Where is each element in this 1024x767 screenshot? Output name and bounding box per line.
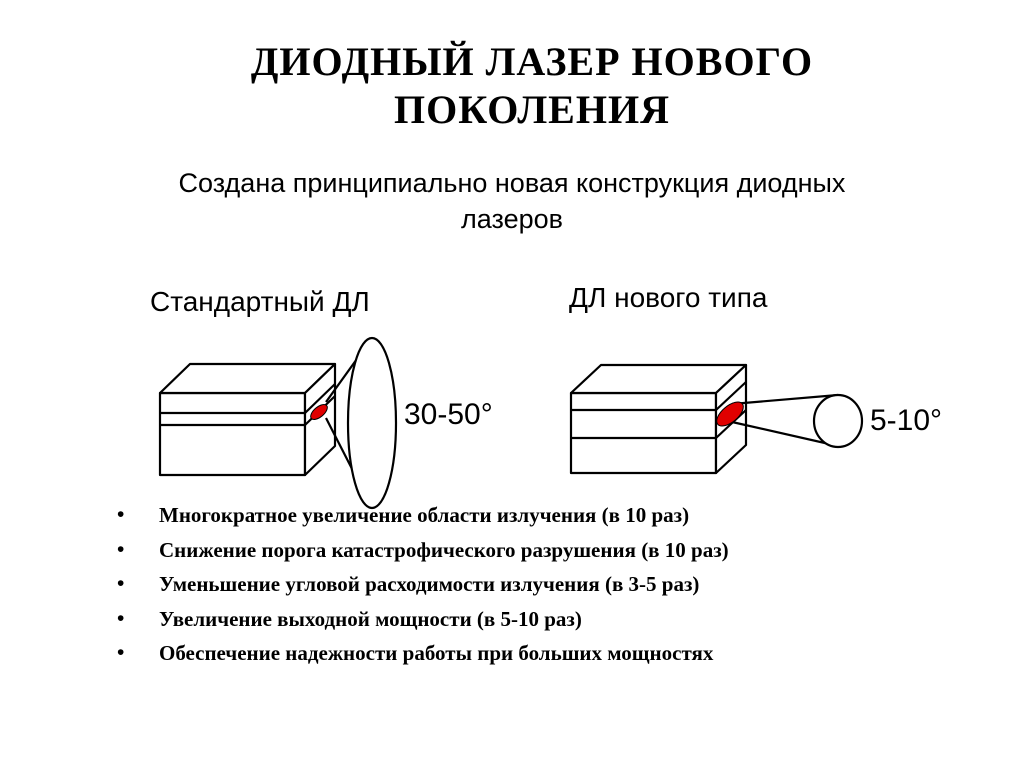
new-laser-label: ДЛ нового типа bbox=[569, 282, 768, 313]
bullet-icon: • bbox=[117, 641, 125, 664]
standard-divergence-angle: 30-50° bbox=[404, 398, 493, 431]
standard-beam-cone bbox=[325, 336, 398, 510]
title-line-2: ПОКОЛЕНИЯ bbox=[394, 87, 670, 132]
list-item: • Снижение порога катастрофического разру… bbox=[117, 533, 997, 568]
standard-emitter-spot bbox=[310, 404, 328, 420]
title-line-1: ДИОДНЫЙ ЛАЗЕР НОВОГО bbox=[250, 39, 814, 84]
list-item: • Обеспечение надежности работы при больш… bbox=[117, 636, 997, 671]
list-item-text: Увеличение выходной мощности (в 5-10 раз… bbox=[159, 606, 582, 631]
slide-subtitle: Создана принципиально новая конструкция … bbox=[40, 165, 984, 237]
list-item: • Увеличение выходной мощности (в 5-10 ра… bbox=[117, 602, 997, 637]
list-item-text: Снижение порога катастрофического разруш… bbox=[159, 537, 729, 562]
list-item: • Уменьшение угловой расходимости излучен… bbox=[117, 567, 997, 602]
bullet-icon: • bbox=[117, 606, 125, 630]
list-item-text: Уменьшение угловой расходимости излучени… bbox=[159, 572, 700, 596]
bullet-icon: • bbox=[117, 503, 125, 526]
slide-title: ДИОДНЫЙ ЛАЗЕР НОВОГО ПОКОЛЕНИЯ bbox=[0, 38, 1024, 134]
bullet-icon: • bbox=[117, 572, 125, 595]
list-item-text: Обеспечение надежности работы при больши… bbox=[159, 641, 714, 665]
advantages-list: • Многократное увеличение области излучен… bbox=[117, 498, 997, 671]
subtitle-line-1: Создана принципиально новая конструкция … bbox=[178, 168, 846, 198]
bullet-icon: • bbox=[117, 537, 125, 561]
standard-laser-label: Стандартный ДЛ bbox=[150, 286, 370, 317]
standard-laser-chip bbox=[158, 362, 337, 477]
subtitle-line-2: лазеров bbox=[461, 204, 563, 234]
new-laser-chip bbox=[569, 363, 748, 475]
list-item: • Многократное увеличение области излучен… bbox=[117, 498, 997, 533]
list-item-text: Многократное увеличение области излучени… bbox=[159, 503, 690, 527]
new-beam-cylinder bbox=[731, 393, 864, 449]
new-emitter-spot bbox=[716, 401, 744, 427]
new-divergence-angle: 5-10° bbox=[870, 404, 943, 437]
